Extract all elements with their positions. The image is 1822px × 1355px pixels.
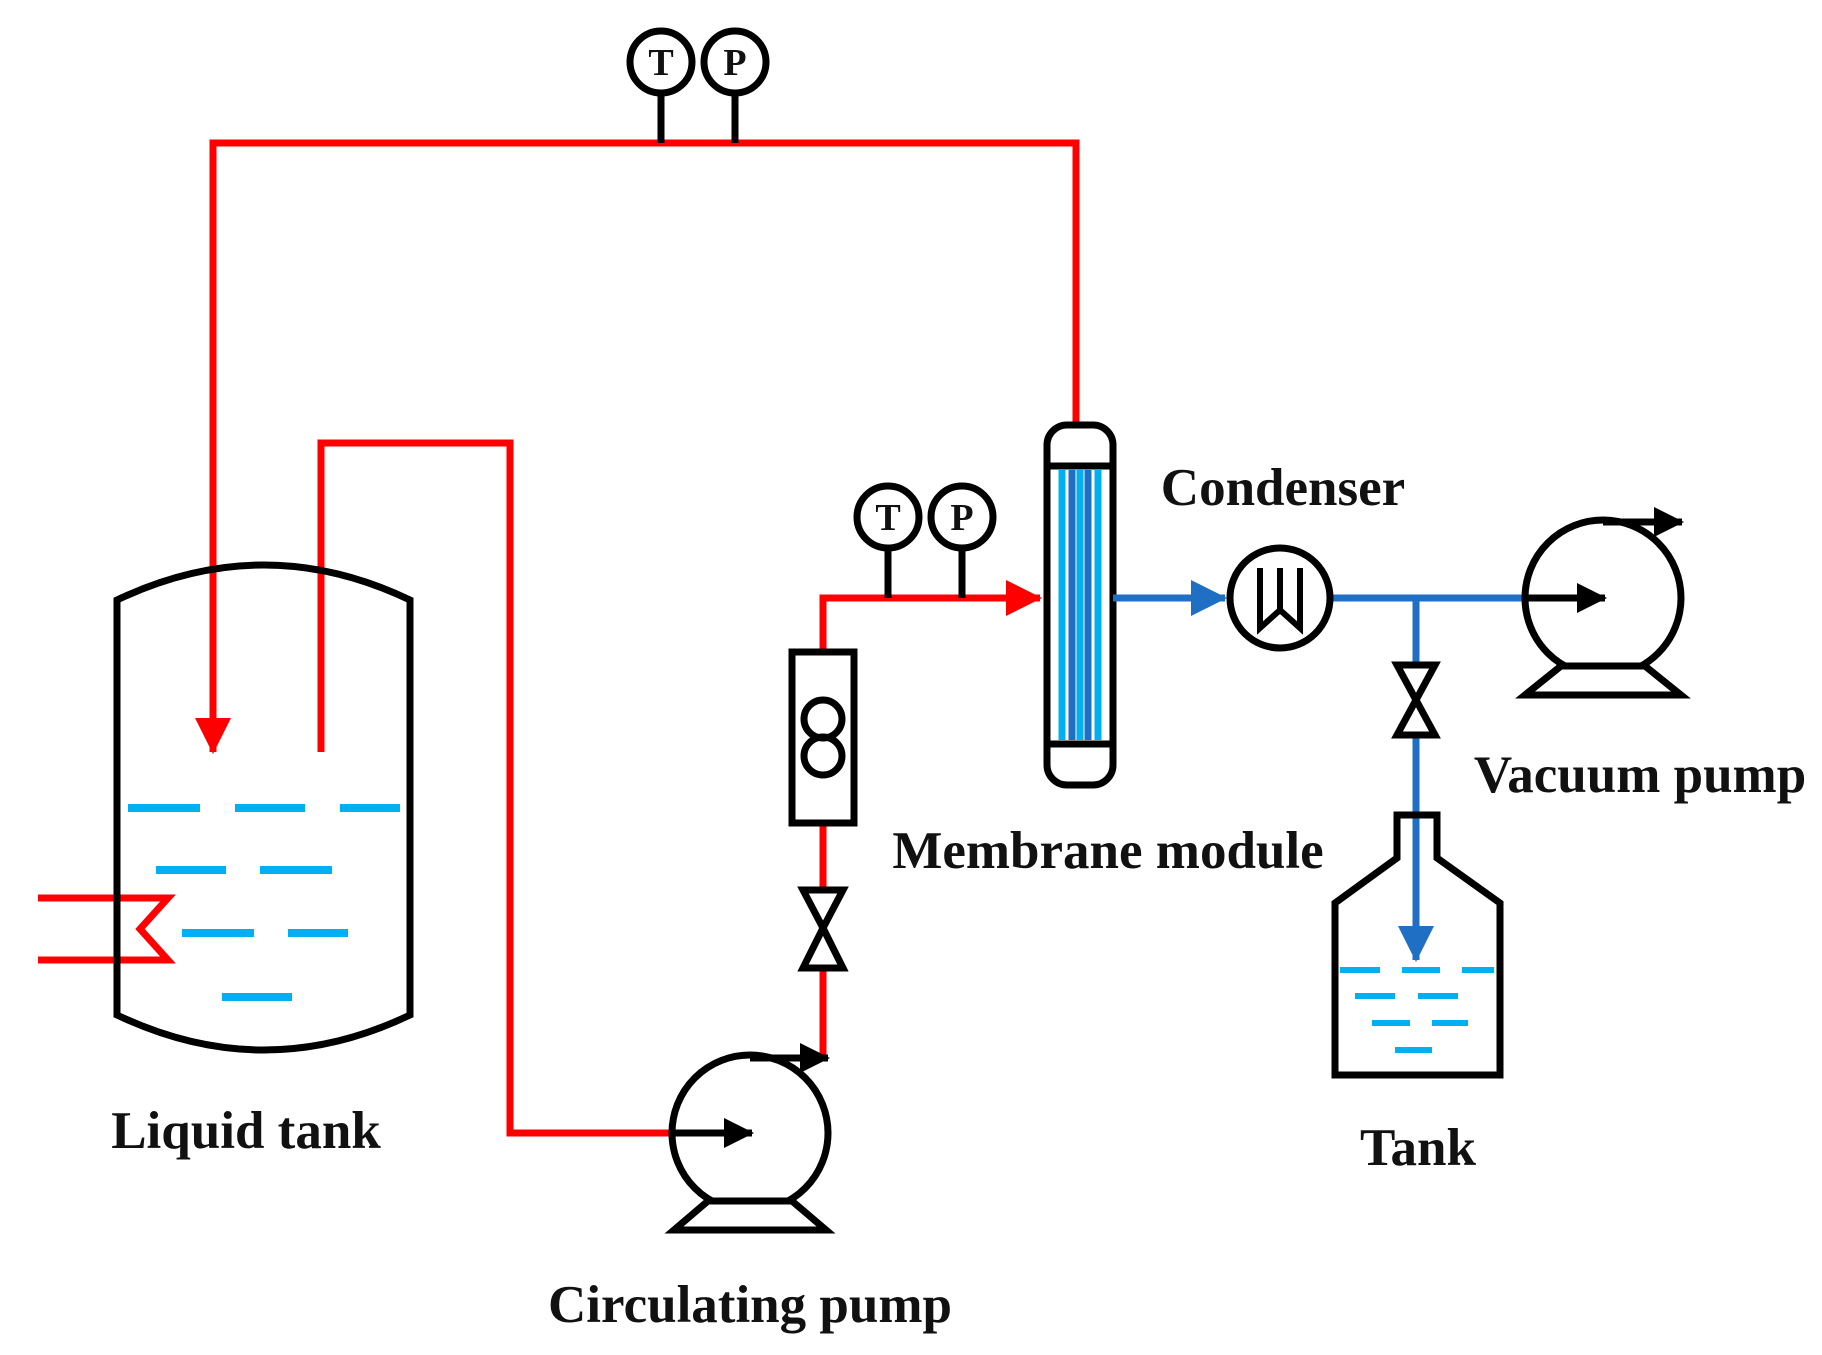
feed-pressure-gauge-letter: P bbox=[950, 497, 973, 539]
heating-coil bbox=[38, 894, 176, 964]
condenser bbox=[1226, 544, 1334, 652]
feed-inlet-line bbox=[819, 580, 1042, 652]
vacuum-pump bbox=[1515, 507, 1691, 699]
membrane-fibers bbox=[1058, 470, 1102, 740]
vacuum-pump-label: Vacuum pump bbox=[1474, 746, 1806, 804]
top-pressure-gauge-letter: P bbox=[723, 42, 746, 84]
drain-valve bbox=[1391, 661, 1441, 739]
vacuum-pump-base bbox=[1515, 662, 1691, 699]
retentate-return-line bbox=[195, 139, 1080, 754]
liquid-tank-label: Liquid tank bbox=[111, 1102, 381, 1160]
membrane-module bbox=[1043, 421, 1117, 789]
membrane-module-label: Membrane module bbox=[892, 822, 1323, 880]
collection-tank-liquid bbox=[1340, 967, 1494, 1053]
hot-loop-piping bbox=[38, 139, 1080, 1137]
permeate-piping bbox=[1113, 580, 1525, 962]
top-temperature-gauge-letter: T bbox=[648, 42, 673, 84]
feed-temperature-gauge-letter: T bbox=[875, 497, 900, 539]
top-pressure-gauge: P bbox=[700, 27, 770, 143]
condenser-label: Condenser bbox=[1161, 459, 1405, 517]
liquid-tank bbox=[113, 561, 414, 1054]
tank-label: Tank bbox=[1360, 1119, 1476, 1177]
top-temperature-gauge: T bbox=[626, 27, 696, 143]
circulating-pump bbox=[664, 1043, 836, 1234]
circulating-pump-label: Circulating pump bbox=[548, 1276, 952, 1334]
flowmeter bbox=[788, 648, 858, 827]
condenser-coil bbox=[1257, 568, 1303, 635]
collection-tank bbox=[1331, 811, 1504, 1079]
feed-temperature-gauge: T bbox=[853, 482, 923, 598]
pump-suction-line bbox=[317, 439, 672, 1137]
feed-valve bbox=[797, 886, 849, 972]
pump-base bbox=[664, 1197, 836, 1234]
tank-liquid-level bbox=[128, 804, 400, 1001]
feed-pressure-gauge: P bbox=[927, 482, 997, 598]
